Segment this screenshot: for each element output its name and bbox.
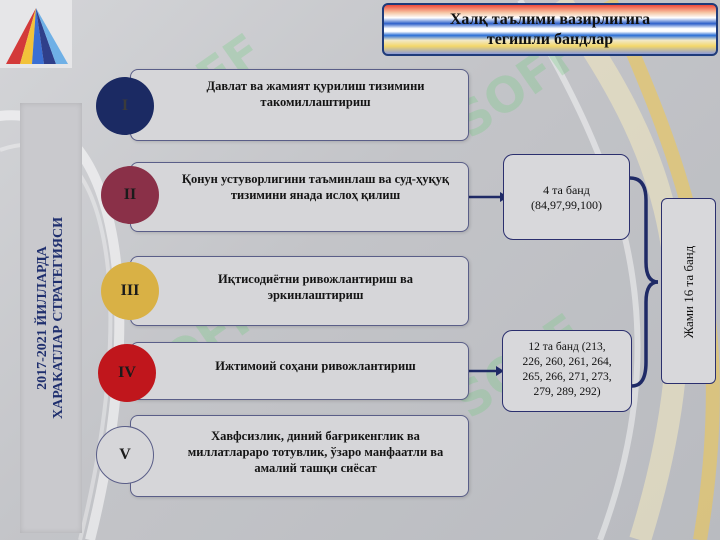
direction-box-3: Иқтисодиётни ривожлантириш ва эркинлашти… — [130, 256, 469, 326]
direction-text-4: Ижтимоий соҳани ривожлантириш — [215, 359, 416, 373]
direction-text-5: Хавфсизлик, диний бағрикенглик ва миллат… — [187, 429, 444, 475]
numeral-4: IV — [118, 364, 136, 381]
result-iv-line2: 226, 260, 261, 264, — [522, 356, 612, 368]
direction-text-3: Иқтисодиётни ривожлантириш ва эркинлашти… — [218, 272, 413, 302]
total-box: Жами 16 та банд — [661, 198, 716, 384]
numeral-2: II — [123, 186, 137, 203]
numeral-5: V — [119, 446, 131, 463]
numeral-circle-2: II — [101, 166, 159, 224]
strategy-sidebar: 2017-2021 ЙИЛЛАРДА ХАРАКАТЛАР СТРАТЕГИЯС… — [20, 103, 82, 533]
brace-bottom — [631, 280, 659, 388]
brace-top — [629, 176, 659, 284]
result-box-ii: 4 та банд (84,97,99,100) — [503, 154, 630, 240]
numeral-1: I — [121, 97, 129, 114]
page-title: Халқ таълими вазирлигига тегишли бандлар — [382, 3, 718, 56]
numeral-circle-5: V — [96, 426, 154, 484]
direction-text-1: Давлат ва жамият қурилиш тизимини такоми… — [206, 79, 425, 109]
direction-box-4: Ижтимоий соҳани ривожлантириш — [130, 342, 469, 400]
numeral-circle-4: IV — [98, 344, 156, 402]
numeral-3: III — [120, 282, 140, 299]
result-box-iv: 12 та банд (213, 226, 260, 261, 264, 265… — [502, 330, 632, 412]
page-title-line1: Халқ таълими вазирлигига — [449, 11, 651, 28]
result-ii-line2: (84,97,99,100) — [531, 198, 602, 212]
tent-logo-icon — [6, 8, 68, 64]
direction-box-2: Қонун устуворлигини таъминлаш ва суд-ҳуқ… — [130, 162, 469, 232]
numeral-circle-1: I — [96, 77, 154, 135]
result-iv-line1: 12 та банд (213, — [528, 341, 606, 353]
result-ii-line1: 4 та банд — [543, 183, 590, 197]
page-title-line2: тегишли бандлар — [486, 31, 614, 48]
direction-box-1: Давлат ва жамият қурилиш тизимини такоми… — [130, 69, 469, 141]
logo — [0, 0, 72, 68]
direction-text-2: Қонун устуворлигини таъминлаш ва суд-ҳуқ… — [181, 172, 450, 202]
result-iv-line4: 279, 289, 292) — [533, 386, 601, 398]
numeral-circle-3: III — [101, 262, 159, 320]
total-label: Жами 16 та банд — [681, 245, 696, 339]
direction-box-5: Хавфсизлик, диний бағрикенглик ва миллат… — [130, 415, 469, 497]
result-iv-line3: 265, 266, 271, 273, — [522, 371, 612, 383]
